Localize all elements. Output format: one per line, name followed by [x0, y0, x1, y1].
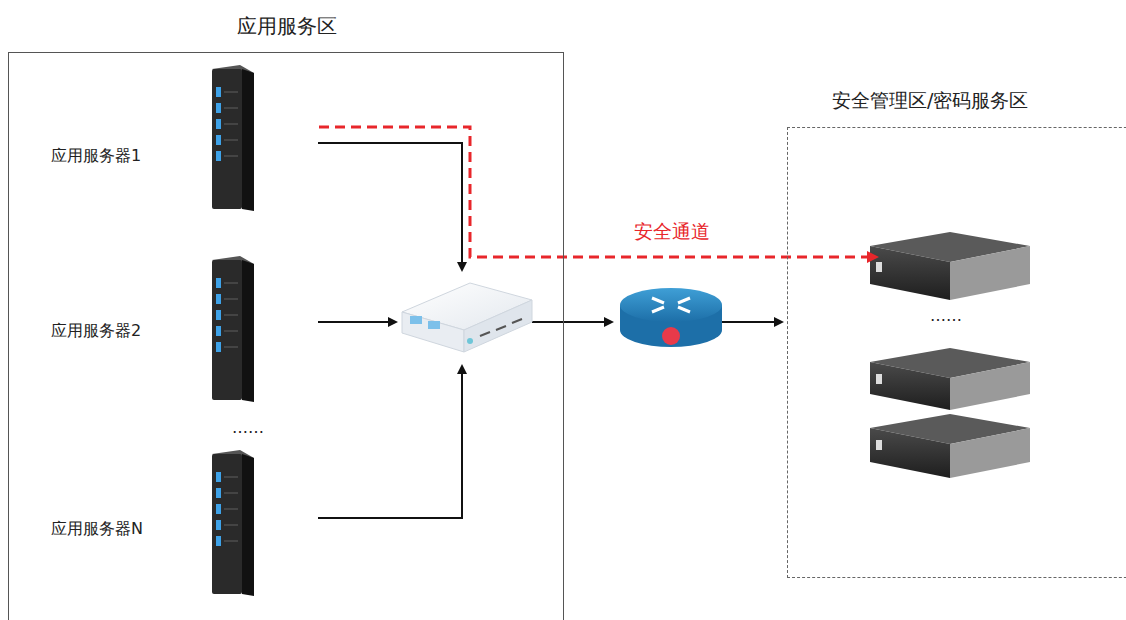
edge-label: 安全通道 [634, 219, 710, 245]
ellipsis-label: …… [232, 418, 264, 437]
zone-box: 安全管理区/密码服务区 [787, 127, 1126, 578]
server-node: 应用服务器N [46, 449, 319, 599]
network-wires [318, 143, 782, 518]
switch-icon [402, 283, 532, 352]
zone-box: 应用服务区应用服务器1应用服务器2应用服务器N [8, 52, 564, 620]
crypto-devices [870, 232, 1030, 478]
server-label: 应用服务器1 [51, 146, 141, 167]
server-icon [204, 450, 256, 598]
server-node: 应用服务器2 [46, 255, 319, 405]
server-label: 应用服务器N [51, 519, 143, 540]
server-icon [204, 256, 256, 404]
ellipsis-label: …… [930, 306, 962, 325]
server-icon [204, 65, 256, 213]
router-icon [620, 288, 722, 347]
zone-title: 应用服务区 [237, 13, 337, 40]
server-label: 应用服务器2 [51, 321, 141, 342]
server-node: 应用服务器1 [46, 64, 319, 214]
secure-channel [319, 127, 877, 257]
zone-title: 安全管理区/密码服务区 [832, 88, 1028, 114]
